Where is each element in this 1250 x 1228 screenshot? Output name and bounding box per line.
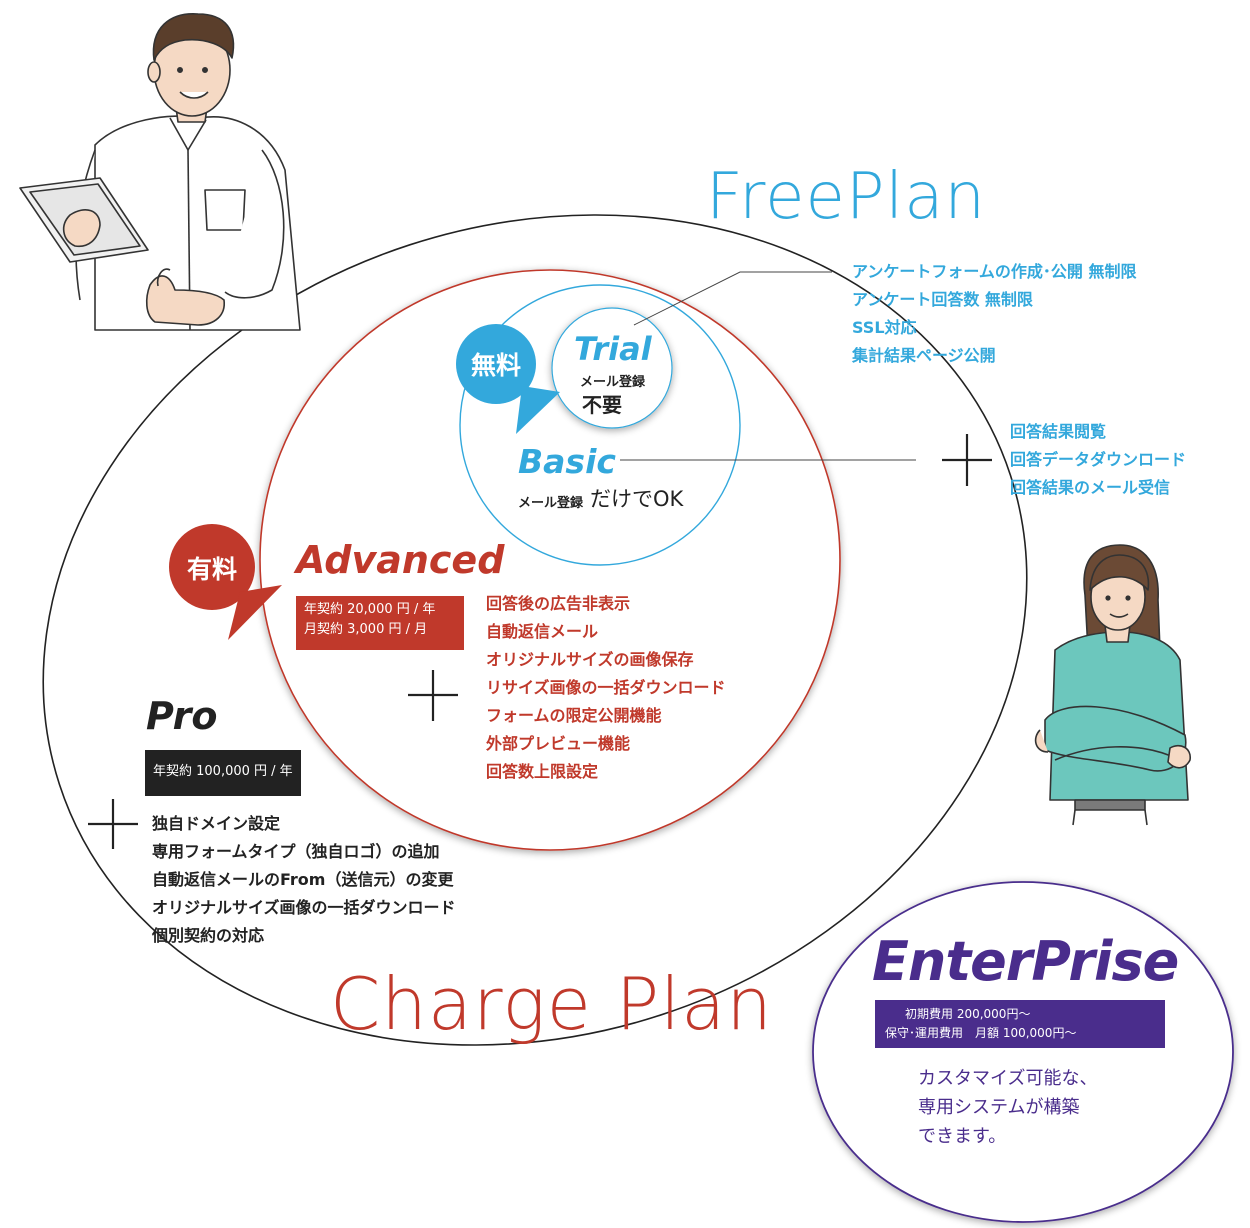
description-line: できます。 [918,1126,1007,1147]
enterprise-price-box: 初期費用 200,000円～ 保守･運用費用 月額 100,000円～ [875,1000,1165,1048]
plus-icon [408,670,458,721]
list-item: SSL対応 [852,318,917,337]
description-line: 専用システムが構築 [918,1097,1080,1118]
basic-note-small: メール登録 [518,496,584,511]
list-item: 外部プレビュー機能 [486,734,631,753]
pro-feature-list: 独自ドメイン設定 専用フォームタイプ（独自ロゴ）の追加 自動返信メールのFrom… [152,810,456,950]
trial-feature-list: アンケートフォームの作成･公開 無制限 アンケート回答数 無制限 SSL対応 集… [852,258,1136,370]
list-item: フォームの限定公開機能 [486,706,662,725]
trial-note-small: メール登録 [580,375,646,390]
trial-note-large: 不要 [582,393,622,417]
plus-icon [942,434,992,486]
enterprise-description: カスタマイズ可能な、 専用システムが構築 できます。 [918,1064,1097,1151]
list-item: 専用フォームタイプ（独自ロゴ）の追加 [152,842,440,861]
enterprise-name: EnterPrise [872,930,1179,993]
paid-badge-label: 有料 [186,555,237,584]
enterprise-ellipse [812,881,1234,1223]
man-with-tablet-illustration [19,13,301,331]
list-item: オリジナルサイズの画像保存 [486,650,694,669]
list-item: アンケートフォームの作成･公開 無制限 [852,262,1137,281]
advanced-feature-list: 回答後の広告非表示 自動返信メール オリジナルサイズの画像保存 リサイズ画像の一… [486,590,726,786]
list-item: 回答数上限設定 [486,762,599,781]
list-item: 独自ドメイン設定 [152,814,281,833]
free-badge-label: 無料 [470,351,521,380]
list-item: 集計結果ページ公開 [852,346,996,365]
free-plan-title: FreePlan [706,160,986,234]
price-line: 初期費用 200,000円～ [905,1007,1031,1021]
description-line: カスタマイズ可能な、 [918,1068,1098,1089]
list-item: 回答後の広告非表示 [486,594,631,613]
price-line: 月契約 3,000 円 / 月 [304,622,428,637]
advanced-price-box: 年契約 20,000 円 / 年 月契約 3,000 円 / 月 [296,596,464,650]
list-item: 回答データダウンロード [1010,450,1187,469]
list-item: 個別契約の対応 [152,926,265,945]
basic-name: Basic [518,442,616,481]
price-line: 保守･運用費用 月額 100,000円～ [885,1026,1077,1040]
list-item: アンケート回答数 無制限 [852,290,1033,309]
pro-price-box: 年契約 100,000 円 / 年 [145,750,301,796]
charge-plan-title: Charge Plan [330,962,773,1046]
price-line: 年契約 20,000 円 / 年 [304,602,436,617]
trial-connector-line [633,271,832,326]
list-item: 回答結果のメール受信 [1010,478,1171,497]
trial-circle [551,307,673,429]
list-item: 回答結果閲覧 [1010,422,1107,441]
charge-plan-ellipse [42,214,1028,1046]
list-item: オリジナルサイズ画像の一括ダウンロード [152,898,456,917]
advanced-name: Advanced [296,538,505,582]
list-item: 自動返信メール [486,622,599,641]
basic-note-large: だけでOK [590,487,684,511]
paid-badge-bubble [169,524,282,640]
plus-icon [88,799,138,849]
woman-arms-crossed-illustration [1034,544,1191,826]
trial-name: Trial [574,330,652,368]
price-line: 年契約 100,000 円 / 年 [153,764,293,779]
basic-feature-list: 回答結果閲覧 回答データダウンロード 回答結果のメール受信 [1010,418,1186,502]
list-item: リサイズ画像の一括ダウンロード [486,678,726,697]
free-badge-bubble [456,324,560,434]
pro-name: Pro [146,694,218,738]
list-item: 自動返信メールのFrom（送信元）の変更 [152,870,454,889]
